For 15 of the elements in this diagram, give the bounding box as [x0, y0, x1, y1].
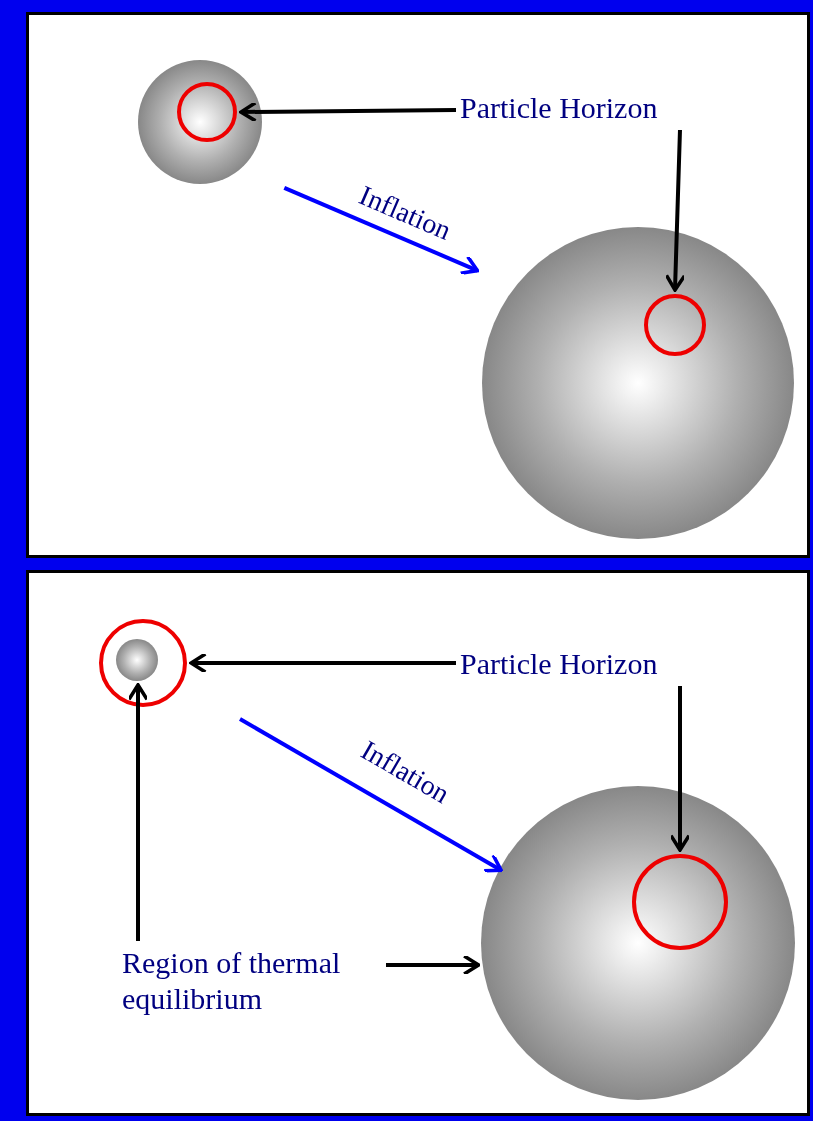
horizon-circle [177, 82, 237, 142]
arrow [239, 101, 457, 123]
arrow [386, 954, 481, 976]
horizon-circle [99, 619, 187, 707]
horizon-circle [644, 294, 706, 356]
arrow [664, 129, 687, 292]
callout-text: Region of thermal equilibrium [122, 945, 382, 1017]
arrow [669, 686, 691, 852]
arrow [283, 186, 480, 275]
arrow [239, 717, 503, 873]
horizon-circle [632, 854, 728, 950]
callout-text: Particle Horizon [460, 90, 658, 126]
callout-text: Particle Horizon [460, 646, 658, 682]
arrow [189, 652, 456, 674]
arrow [127, 683, 149, 941]
